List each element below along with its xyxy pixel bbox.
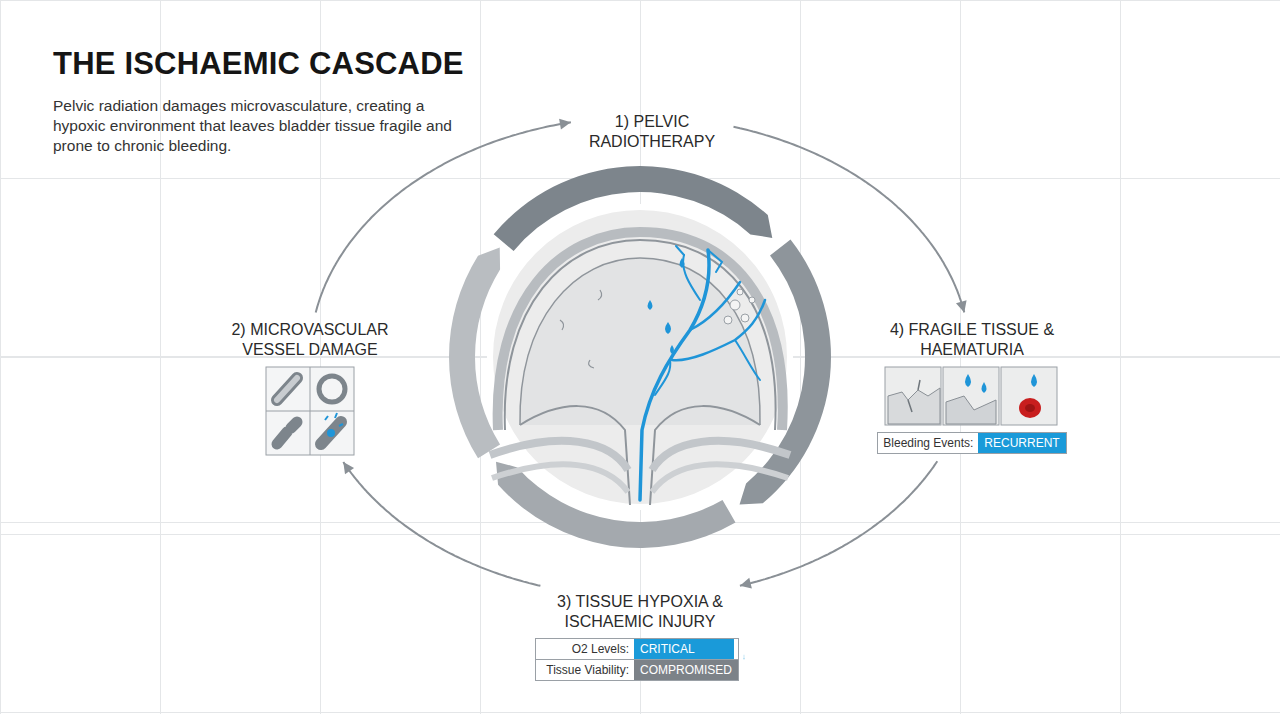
status-table: O2 Levels:CRITICALTissue Viability:COMPR… [535, 638, 739, 681]
step-heading: 4) FRAGILE TISSUE & HAEMATURIA [883, 320, 1061, 360]
status-value: RECURRENT [978, 433, 1065, 453]
cycle-arrow [316, 119, 571, 313]
status-table-wrap: O2 Levels:CRITICALTissue Viability:COMPR… [535, 632, 745, 681]
step-node: 3) TISSUE HYPOXIA & ISCHAEMIC INJURY O2 L… [535, 592, 745, 681]
status-label: Tissue Viability: [536, 660, 634, 680]
status-row: Tissue Viability:COMPROMISED [536, 659, 738, 680]
vessel-icons [265, 366, 355, 456]
status-table-wrap: Bleeding Events:RECURRENT [883, 426, 1061, 454]
bladder-disc [490, 207, 790, 507]
cycle-ring [449, 166, 831, 548]
step-node: 2) MICROVASCULAR VESSEL DAMAGE [215, 320, 405, 456]
diagram-title: THE ISCHAEMIC CASCADE [53, 46, 464, 82]
status-label: Bleeding Events: [878, 433, 978, 453]
status-table: Bleeding Events:RECURRENT [877, 432, 1066, 454]
bladder-drawing [490, 232, 790, 505]
status-row: Bleeding Events:RECURRENT [878, 433, 1065, 453]
blood-vessels [640, 246, 765, 500]
down-arrow [743, 635, 745, 679]
status-label: O2 Levels: [536, 639, 634, 659]
tissue-lesions [724, 289, 755, 324]
cycle-arrow [734, 127, 967, 313]
tissue-icons [884, 366, 1060, 426]
step-node: 4) FRAGILE TISSUE & HAEMATURIA Bleeding E… [883, 320, 1061, 454]
step-heading: 2) MICROVASCULAR VESSEL DAMAGE [215, 320, 405, 360]
step-heading: 1) PELVIC RADIOTHERAPY [577, 112, 727, 152]
status-value: COMPROMISED [634, 660, 738, 680]
cycle-arrow [343, 462, 540, 586]
step-heading: 3) TISSUE HYPOXIA & ISCHAEMIC INJURY [535, 592, 745, 632]
status-value: CRITICAL [634, 639, 734, 659]
diagram-caption: Pelvic radiation damages microvasculatur… [53, 96, 463, 156]
bleeding-drops [648, 258, 685, 354]
cycle-arrow [740, 461, 937, 588]
status-row: O2 Levels:CRITICAL [536, 639, 738, 659]
step-node: 1) PELVIC RADIOTHERAPY [577, 112, 727, 152]
